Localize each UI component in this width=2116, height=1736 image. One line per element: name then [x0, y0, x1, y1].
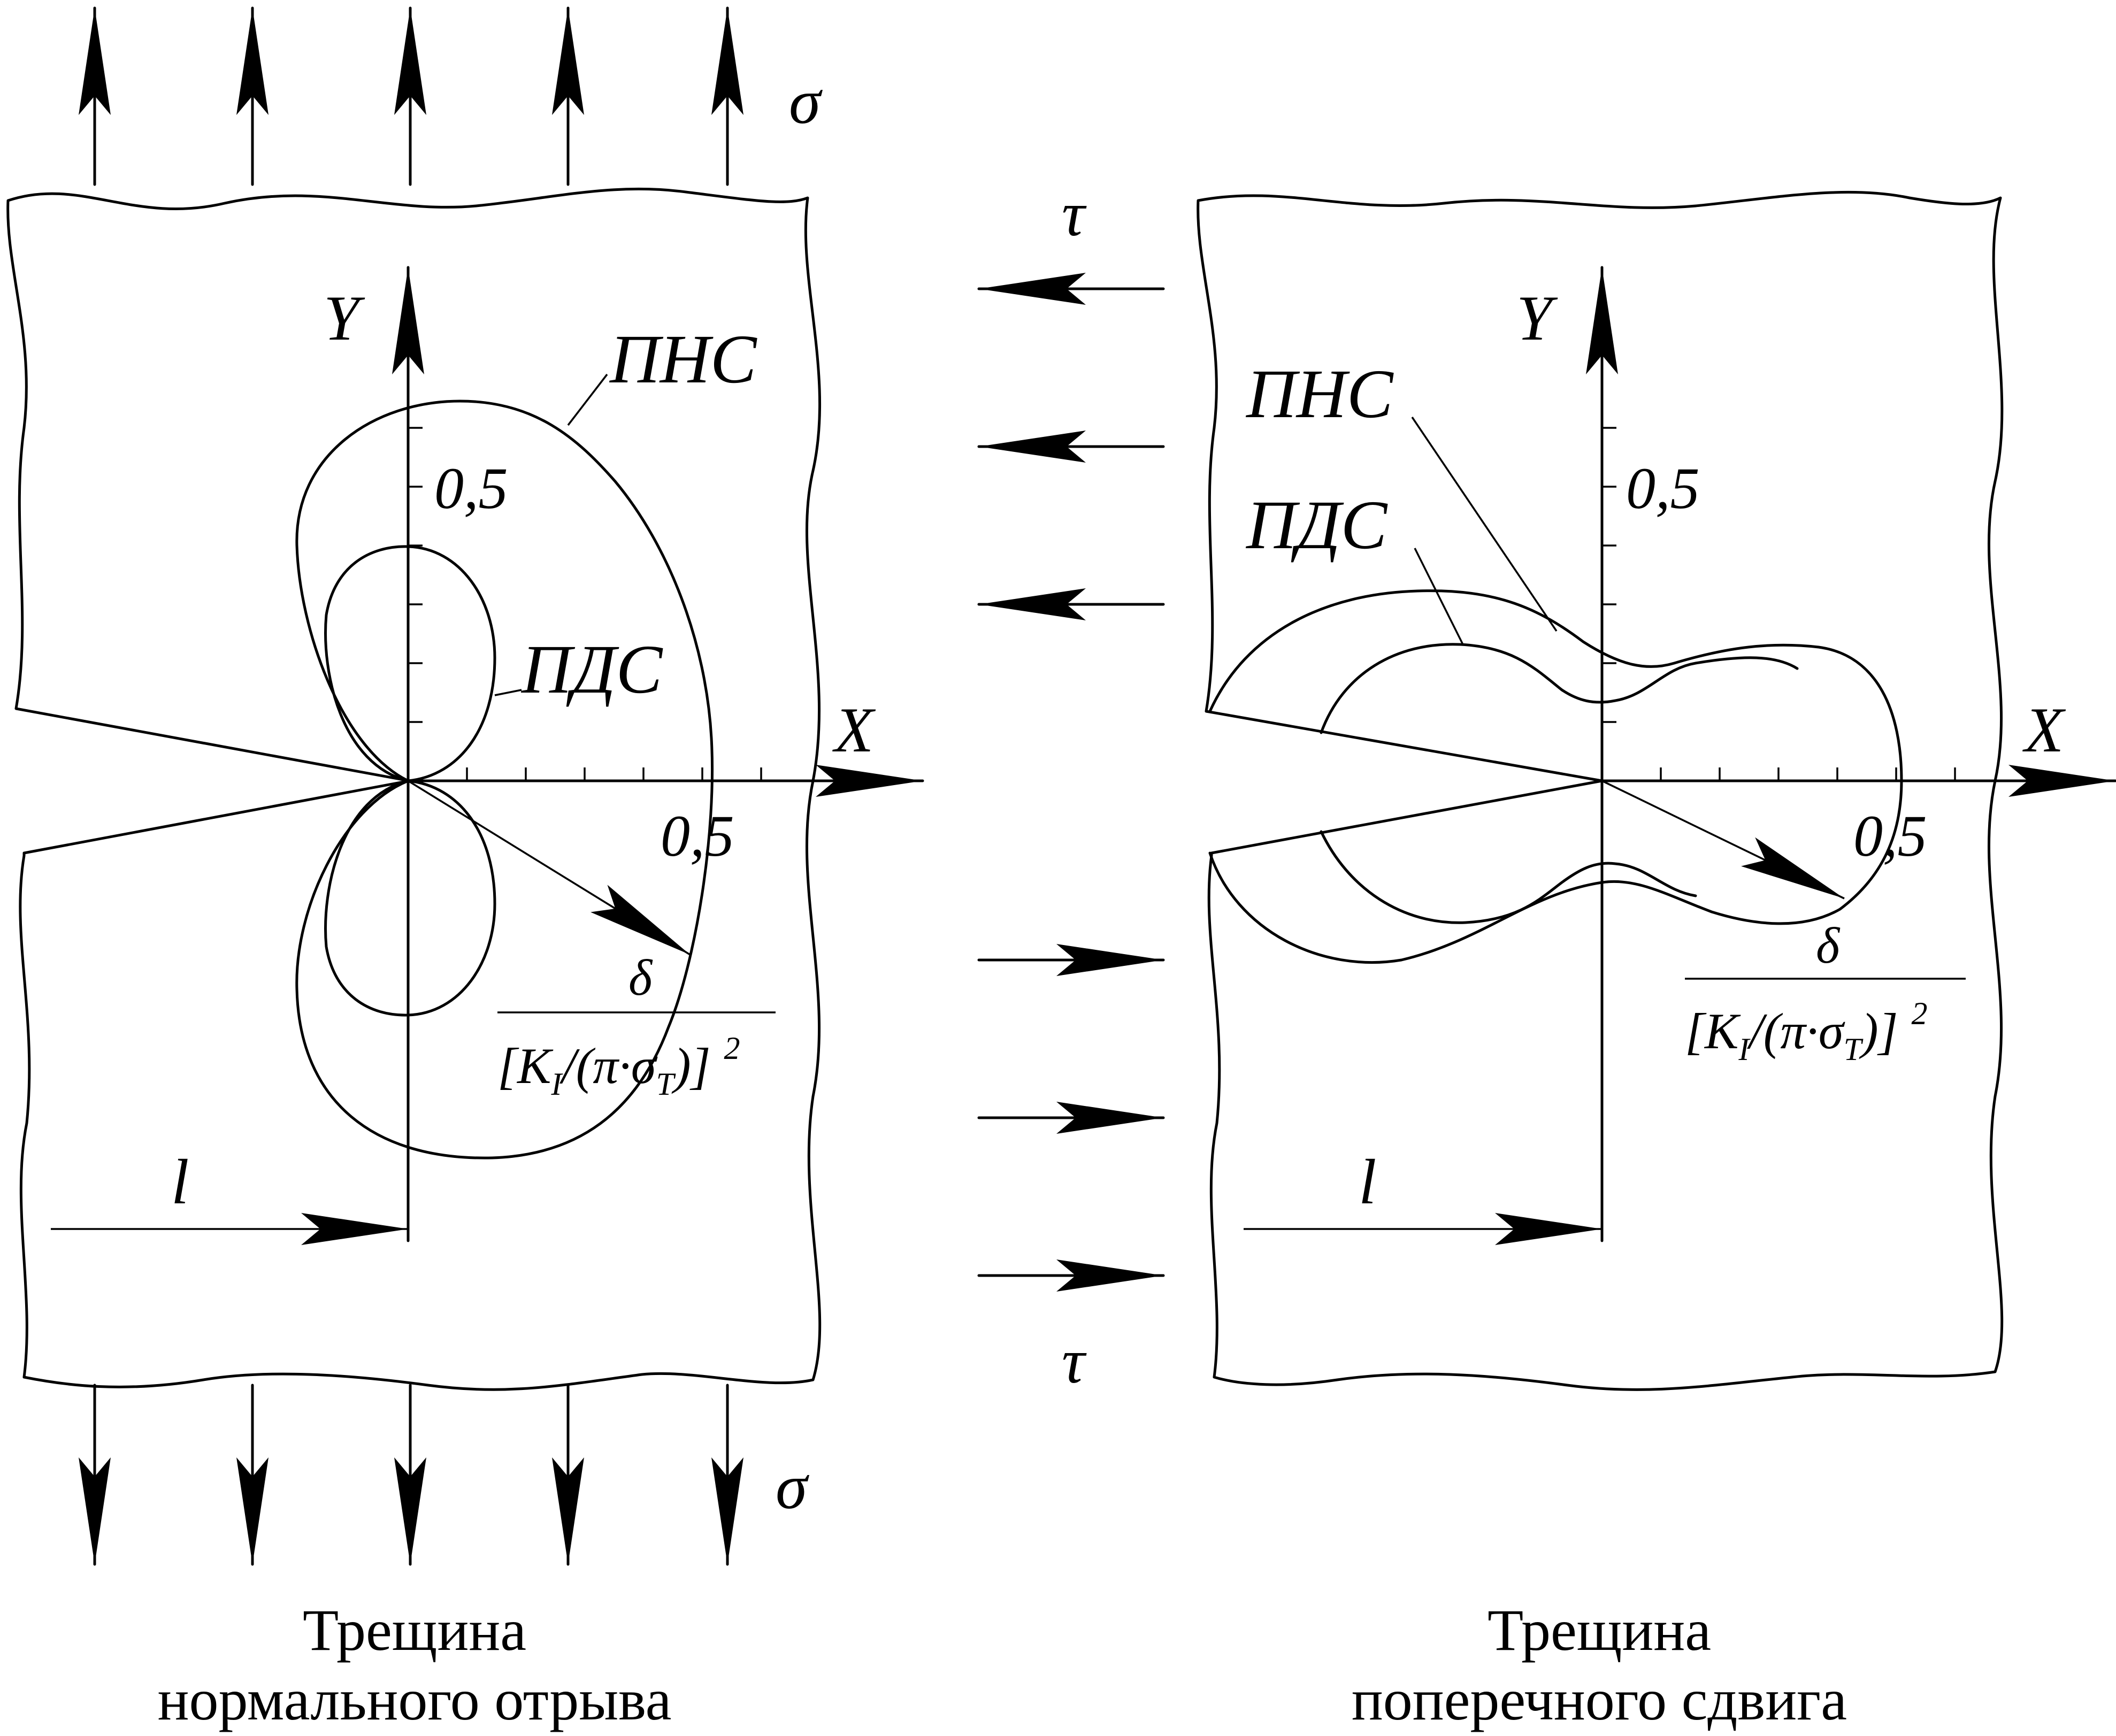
left-fraction-numerator: δ [628, 949, 653, 1006]
right-tau-arrows-left [977, 273, 1165, 620]
right-x-tick-label: 0,5 [1853, 803, 1927, 869]
left-pns-leader [567, 373, 608, 426]
right-axis-ticks [1602, 427, 1956, 781]
right-pds-curve [1320, 643, 1799, 924]
right-panel: τ τ Y X 0,5 0,5 ПНС ПДС δ [KI/(π·σT)]2 l… [977, 178, 2116, 1732]
right-pns-curve [1208, 589, 1903, 964]
right-y-tick-label: 0,5 [1626, 456, 1700, 521]
left-caption-line2: нормального отрыва [158, 1667, 672, 1732]
left-pds-lower-lobe [324, 779, 496, 1017]
left-y-tick-label: 0,5 [434, 456, 508, 521]
left-pds-upper-lobe [324, 545, 496, 782]
right-caption-line2: поперечного сдвига [1352, 1667, 1847, 1732]
left-pds-leader [494, 689, 522, 696]
left-pds-label: ПДС [520, 631, 663, 708]
left-x-tick-label: 0,5 [661, 803, 734, 869]
left-bottom-sigma-arrows [79, 1384, 743, 1566]
right-tau-top-label: τ [1062, 178, 1087, 249]
right-tau-arrows-right [977, 944, 1165, 1292]
left-sigma-top-label: σ [789, 66, 823, 137]
right-pns-label: ПНС [1245, 356, 1394, 433]
left-pns-curve [295, 400, 714, 1159]
left-x-axis-label: X [832, 694, 876, 765]
right-x-axis-label: X [2022, 694, 2066, 765]
left-sigma-bottom-label: σ [776, 1451, 809, 1522]
right-fraction-denominator: [KI/(π·σT)]2 [1685, 996, 1928, 1067]
right-pds-label: ПДС [1245, 487, 1388, 564]
right-length-label: l [1359, 1146, 1376, 1217]
left-fraction-denominator: [KI/(π·σT)]2 [497, 1031, 740, 1102]
left-top-sigma-arrows [79, 6, 743, 186]
right-caption-line1: Трещина [1488, 1597, 1711, 1663]
left-y-axis-label: Y [324, 282, 365, 354]
left-axis-ticks [408, 427, 762, 781]
left-plate-outline [6, 187, 822, 1391]
left-caption-line1: Трещина [303, 1597, 526, 1663]
left-panel: σ σ Y X 0,5 0,5 ПНС ПДС δ [KI/(π·σT)]2 l… [6, 6, 924, 1732]
right-plate-outline [1197, 190, 2004, 1391]
left-pns-label: ПНС [609, 321, 757, 398]
right-pds-leader [1414, 548, 1464, 645]
right-tau-bottom-label: τ [1062, 1325, 1087, 1396]
right-pns-leader [1411, 417, 1558, 632]
right-delta-vector [1601, 780, 1845, 900]
right-y-axis-label: Y [1516, 282, 1558, 354]
left-length-label: l [171, 1146, 189, 1217]
left-delta-vector [408, 780, 691, 956]
right-fraction-numerator: δ [1816, 917, 1841, 974]
